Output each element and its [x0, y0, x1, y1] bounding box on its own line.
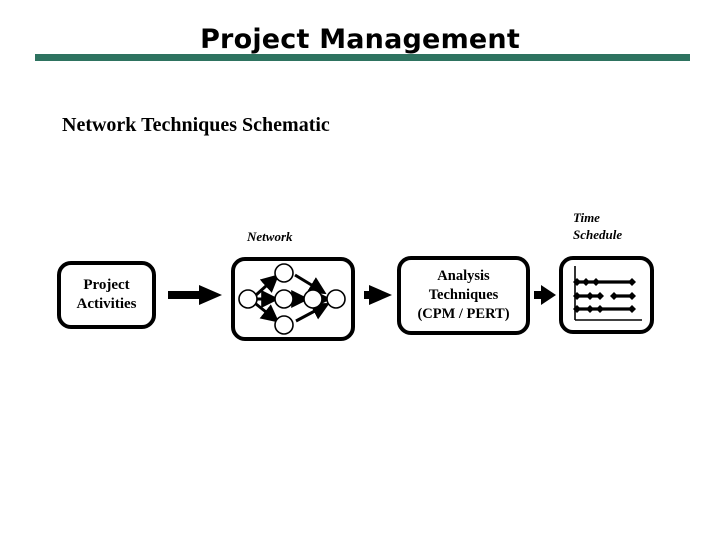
- network-node: [274, 289, 294, 309]
- label-line: Activities: [76, 296, 137, 312]
- caption-time-schedule: Time Schedule: [573, 210, 623, 242]
- title-divider-rule: [35, 54, 690, 61]
- caption-network: Network: [247, 229, 293, 244]
- network-node: [274, 315, 294, 335]
- network-node: [326, 289, 346, 309]
- network-graph-icon: [238, 263, 346, 335]
- arrow-analysis-to-schedule: [534, 285, 556, 305]
- gantt-markers: [572, 305, 636, 313]
- process-box-analysis-techniques[interactable]: Analysis Techniques (CPM / PERT): [397, 256, 530, 335]
- gantt-markers: [572, 278, 636, 286]
- process-box-project-activities[interactable]: Project Activities: [57, 261, 156, 329]
- process-box-time-schedule[interactable]: [559, 256, 654, 334]
- network-node: [238, 289, 258, 309]
- arrow-network-to-analysis: [364, 285, 392, 305]
- process-box-network[interactable]: [231, 257, 355, 341]
- label-line: (CPM / PERT): [417, 306, 510, 322]
- process-box-label: Project Activities: [77, 276, 137, 314]
- network-node: [274, 263, 294, 283]
- arrow-activities-to-network: [168, 285, 222, 305]
- gantt-chart-icon: [572, 266, 642, 321]
- label-line: Analysis: [437, 268, 490, 284]
- gantt-markers: [572, 292, 636, 300]
- label-line: Techniques: [428, 287, 499, 303]
- subtitle: Network Techniques Schematic: [62, 114, 330, 136]
- network-node: [303, 289, 323, 309]
- process-box-label: Analysis Techniques (CPM / PERT): [417, 267, 509, 324]
- label-line: Project: [83, 277, 130, 293]
- page-title: Project Management: [200, 24, 520, 55]
